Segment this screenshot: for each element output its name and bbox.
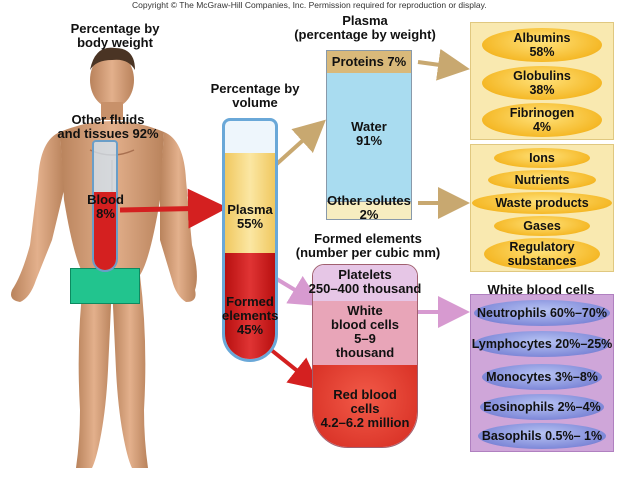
human-body-illustration xyxy=(11,47,197,468)
body-cover-box xyxy=(70,268,140,304)
plasma-heading: Plasma (percentage by weight) xyxy=(285,14,445,42)
wbc-line4: thousand xyxy=(335,345,395,360)
other-fluids-line1: Other fluids xyxy=(71,112,145,127)
body-weight-heading-line2: body weight xyxy=(77,35,153,50)
wbc-panel-heading: White blood cells xyxy=(487,282,595,297)
tube-plasma-label: Plasma 55% xyxy=(222,203,278,231)
regulatory-line1: Regulatory xyxy=(509,240,575,254)
albumins-pill: Albumins 58% xyxy=(482,28,602,62)
proteins-label: Proteins 7% xyxy=(331,54,407,69)
tube-formed-label: Formed elements 45% xyxy=(222,295,278,337)
globulins-name: Globulins xyxy=(513,69,571,83)
body-weight-heading: Percentage by body weight xyxy=(40,22,190,50)
volume-heading-line1: Percentage by xyxy=(210,81,300,96)
basophils-pill: Basophils 0.5%– 1% xyxy=(478,423,606,449)
eosinophils-pill: Eosinophils 2%–4% xyxy=(480,394,604,420)
regulatory-substances-pill: Regulatory substances xyxy=(484,238,600,270)
rbc-line3: 4.2–6.2 million xyxy=(320,415,410,430)
water-segment xyxy=(327,73,411,201)
formed-heading: Formed elements (number per cubic mm) xyxy=(282,232,454,260)
wbc-line1: White xyxy=(347,303,383,318)
wbc-line3: 5–9 xyxy=(354,331,376,346)
formed-heading-line1: Formed elements xyxy=(314,231,422,246)
monocytes-pill: Monocytes 3%–8% xyxy=(482,364,602,390)
other-fluids-line2: and tissues 92% xyxy=(57,126,159,141)
albumins-name: Albumins xyxy=(513,31,571,45)
body-test-tube xyxy=(92,140,118,272)
platelets-label: Platelets 250–400 thousand xyxy=(300,268,430,296)
other-solutes-label: Other solutes 2% xyxy=(312,194,426,222)
tube-formed-line1: Formed xyxy=(226,294,274,309)
platelets-line2: 250–400 thousand xyxy=(308,281,422,296)
fibrinogen-pill: Fibrinogen 4% xyxy=(482,103,602,137)
waste-products-pill: Waste products xyxy=(472,192,612,214)
rbc-line2: cells xyxy=(350,401,380,416)
volume-heading-line2: volume xyxy=(232,95,278,110)
globulins-pill: Globulins 38% xyxy=(482,66,602,100)
wbc-label: White blood cells 5–9 thousand xyxy=(312,304,418,360)
tube-formed-layer xyxy=(225,253,275,359)
copyright-notice: Copyright © The McGraw-Hill Companies, I… xyxy=(132,0,487,10)
other-fluids-label: Other fluids and tissues 92% xyxy=(38,113,178,141)
other-solutes-line1: Other solutes xyxy=(327,193,411,208)
fibrinogen-name: Fibrinogen xyxy=(509,106,575,120)
rbc-line1: Red blood xyxy=(333,387,397,402)
tube-plasma-line2: 55% xyxy=(236,216,264,231)
gases-pill: Gases xyxy=(494,216,590,236)
body-weight-heading-line1: Percentage by xyxy=(70,21,160,36)
neutrophils-pill: Neutrophils 60%–70% xyxy=(474,300,610,326)
water-label: Water 91% xyxy=(326,120,412,148)
volume-test-tube xyxy=(222,118,278,362)
plasma-heading-line2: (percentage by weight) xyxy=(294,27,436,42)
tube-plasma-line1: Plasma xyxy=(227,202,273,217)
blood-line1: Blood xyxy=(87,192,124,207)
formed-column xyxy=(312,264,418,448)
plasma-heading-line1: Plasma xyxy=(342,13,388,28)
platelets-line1: Platelets xyxy=(338,267,392,282)
platelets-segment xyxy=(313,265,417,301)
ions-pill: Ions xyxy=(494,148,590,168)
rbc-label: Red blood cells 4.2–6.2 million xyxy=(305,388,425,430)
plasma-column xyxy=(326,50,412,220)
tube-formed-line2: elements xyxy=(222,308,279,323)
formed-heading-line2: (number per cubic mm) xyxy=(295,245,441,260)
tube-plasma-layer xyxy=(225,153,275,253)
wbc-line2: blood cells xyxy=(331,317,399,332)
regulatory-line2: substances xyxy=(507,254,577,268)
solutes-segment xyxy=(327,201,411,219)
water-line2: 91% xyxy=(355,133,383,148)
blood-label: Blood 8% xyxy=(78,193,133,221)
lymphocytes-pill: Lymphocytes 20%–25% xyxy=(472,331,612,357)
tube-formed-line3: 45% xyxy=(236,322,264,337)
wbc-segment xyxy=(313,301,417,365)
rbc-segment xyxy=(313,365,417,447)
fibrinogen-value: 4% xyxy=(532,120,552,134)
other-solutes-line2: 2% xyxy=(359,207,379,222)
water-line1: Water xyxy=(351,119,387,134)
nutrients-pill: Nutrients xyxy=(488,170,596,190)
blood-line2: 8% xyxy=(96,206,115,221)
albumins-value: 58% xyxy=(529,45,555,59)
globulins-value: 38% xyxy=(529,83,555,97)
volume-heading: Percentage by volume xyxy=(200,82,310,110)
